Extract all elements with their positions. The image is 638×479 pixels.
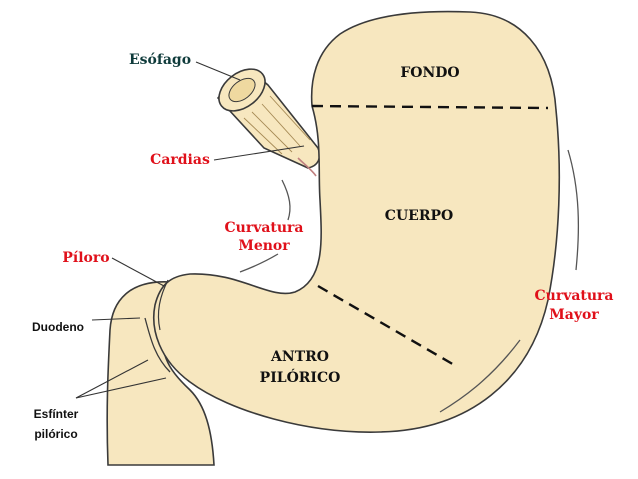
label-curvatura-menor-1: Curvatura xyxy=(225,220,304,236)
esophagus-striations xyxy=(243,95,311,155)
region-label-cuerpo: CUERPO xyxy=(385,208,453,224)
label-esofago: Esófago xyxy=(129,52,191,68)
greater-curvature-arc-lower xyxy=(439,339,521,413)
region-label-fondo: FONDO xyxy=(400,65,459,81)
lesser-curvature-arc xyxy=(281,179,291,221)
stomach-shape xyxy=(153,10,561,433)
region-label-antro: ANTRO xyxy=(270,349,329,365)
label-curvatura-menor-2: Menor xyxy=(238,238,290,254)
label-duodeno: Duodeno xyxy=(32,320,84,334)
leader-lines xyxy=(75,61,305,399)
fundus-divider xyxy=(311,104,549,110)
label-pilorico: pilórico xyxy=(34,427,77,441)
cardia-fold xyxy=(297,157,317,177)
label-cardias: Cardias xyxy=(150,152,210,168)
antrum-divider xyxy=(317,284,457,368)
duodenum-fold xyxy=(144,317,171,373)
lesser-curvature-arc-lower xyxy=(239,253,279,273)
region-label-pilorico: PILÓRICO xyxy=(260,368,341,386)
label-curvatura-mayor-2: Mayor xyxy=(549,307,599,323)
label-esfinter: Esfínter xyxy=(34,407,79,421)
label-piloro: Píloro xyxy=(62,250,109,266)
esophagus-lumen xyxy=(228,77,256,103)
label-curvatura-mayor-1: Curvatura xyxy=(535,288,614,304)
pylorus-fold xyxy=(157,279,169,331)
greater-curvature-arc xyxy=(567,149,580,271)
